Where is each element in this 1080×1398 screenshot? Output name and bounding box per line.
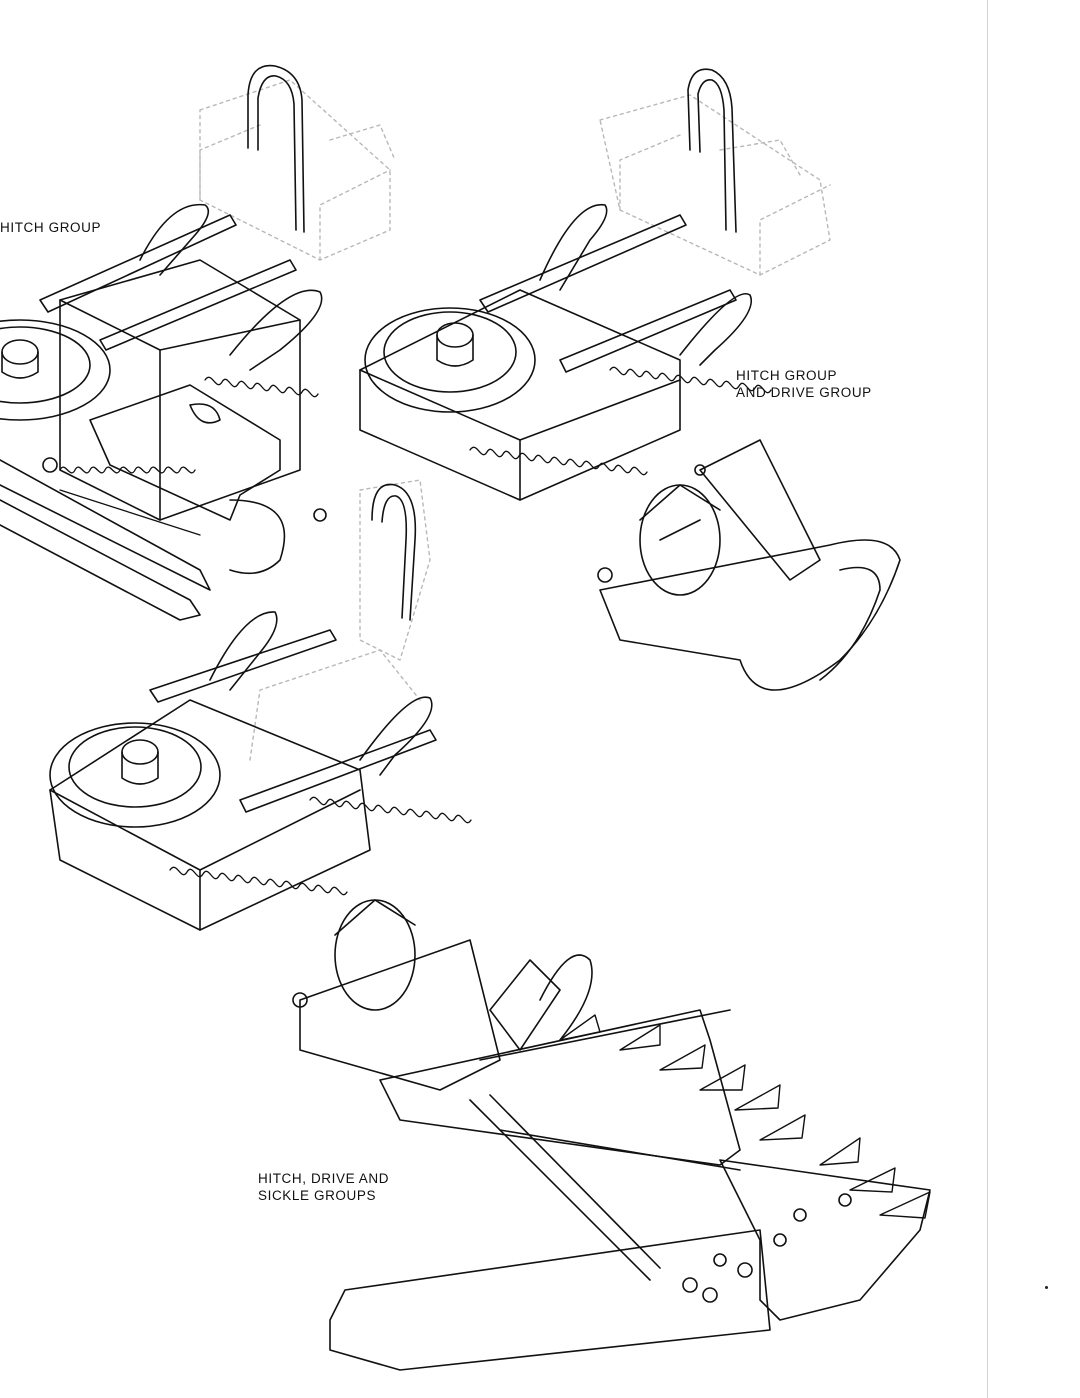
page-gutter-rule [987,0,988,1398]
hitch-group-label-text: HITCH GROUP [0,220,102,235]
hitch-drive-sickle-label: HITCH, DRIVE AND SICKLE GROUPS [258,1170,389,1204]
stray-mark [1045,1286,1048,1289]
hitch-group-drawing [0,64,396,621]
hitch-drive-label-line-2: AND DRIVE GROUP [736,385,872,400]
hitch-drive-group-label: HITCH GROUP AND DRIVE GROUP [736,367,872,401]
hitch-group-label: HITCH GROUP [0,219,101,236]
hitch-drive-label-line-1: HITCH GROUP [736,368,838,383]
hitch-drive-sickle-drawing [49,479,931,1371]
hitch-drive-sickle-label-line-1: HITCH, DRIVE AND [258,1171,390,1186]
hitch-drive-sickle-label-line-2: SICKLE GROUPS [258,1188,377,1203]
hitch-drive-group-drawing [359,68,901,691]
